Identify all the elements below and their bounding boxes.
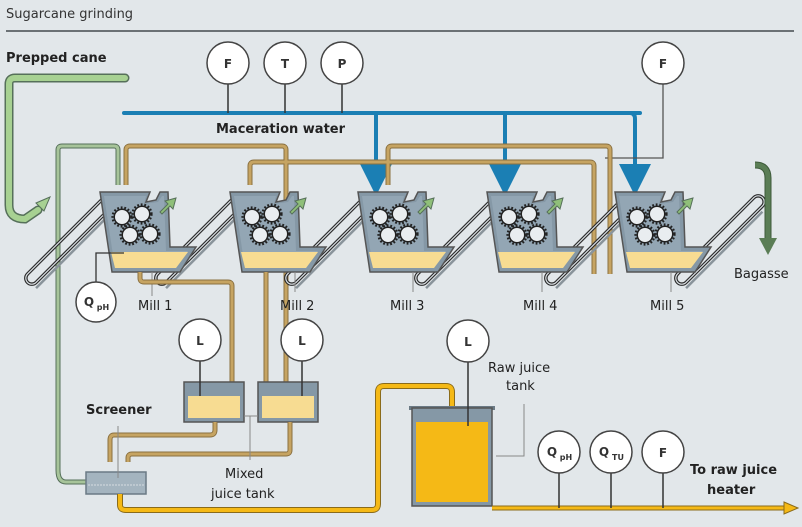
to-heater-label-2: heater [707,483,756,498]
bagasse-arrow-icon [759,238,777,255]
mill-3-label: Mill 3 [390,299,424,314]
svg-text:F: F [659,57,667,71]
mill-1-label: Mill 1 [138,299,172,314]
svg-text:Q: Q [547,445,557,459]
diagram-title: Sugarcane grinding [6,7,133,22]
flow-indicator-maceration: F [206,41,250,85]
mill-1 [100,192,196,272]
turbidity-analyzer-outlet: Q TU [589,430,633,474]
maceration-to-mill5-pipe [500,111,651,196]
raw-juice-pipe [118,384,454,512]
mixed-juice-tank-1 [183,381,245,423]
mixed-tank-to-screener-pipes [108,422,292,462]
outlet-arrow-icon [783,501,800,515]
svg-text:L: L [464,335,472,349]
mill-4 [487,192,583,272]
svg-text:T: T [281,57,290,71]
svg-text:F: F [659,446,667,460]
prepped-cane-label: Prepped cane [6,51,107,66]
screener-return-pipe [56,144,120,470]
prepped-cane-arrow-icon [35,196,51,212]
mixed-juice-tank-label-2: juice tank [210,487,275,502]
mill-5 [615,192,711,272]
svg-text:P: P [338,57,347,71]
ph-analyzer-mill1: Q pH [75,281,117,323]
svg-text:L: L [298,334,306,348]
flow-indicator-outlet: F [641,430,685,474]
svg-text:L: L [196,334,204,348]
mixed-juice-tank-2 [257,381,319,423]
to-heater-label-1: To raw juice [690,463,777,478]
bagasse-label: Bagasse [734,267,789,282]
svg-text:pH: pH [97,303,109,312]
mill-to-mixed-tank-pipes [138,272,268,390]
mill-3 [358,192,454,272]
mill-4-label: Mill 4 [523,299,557,314]
raw-juice-tank-label-2: tank [506,379,535,394]
svg-text:Q: Q [599,445,609,459]
screener-label: Screener [86,403,152,418]
level-indicator-raw-juice-tank: L [446,319,490,363]
raw-juice-tank [409,406,495,507]
temperature-indicator-maceration: T [263,41,307,85]
screener [85,471,147,495]
juice-recirculation-pipes [124,144,612,400]
svg-text:pH: pH [560,453,572,462]
raw-juice-tank-label-1: Raw juice [488,361,550,376]
mill-5-label: Mill 5 [650,299,684,314]
flow-indicator-mill5: F [641,41,685,85]
mill-2-label: Mill 2 [280,299,314,314]
level-indicator-mixed-tank-1: L [178,318,222,362]
ph-analyzer-outlet: Q pH [537,430,581,474]
mixed-juice-tank-label-1: Mixed [225,467,263,482]
pressure-indicator-maceration: P [320,41,364,85]
bagasse-pipe [754,162,771,240]
svg-text:F: F [224,57,232,71]
svg-text:Q: Q [84,295,94,309]
mill-2 [230,192,326,272]
maceration-water-label: Maceration water [216,122,346,137]
level-indicator-mixed-tank-2: L [280,318,324,362]
svg-text:TU: TU [612,453,624,462]
